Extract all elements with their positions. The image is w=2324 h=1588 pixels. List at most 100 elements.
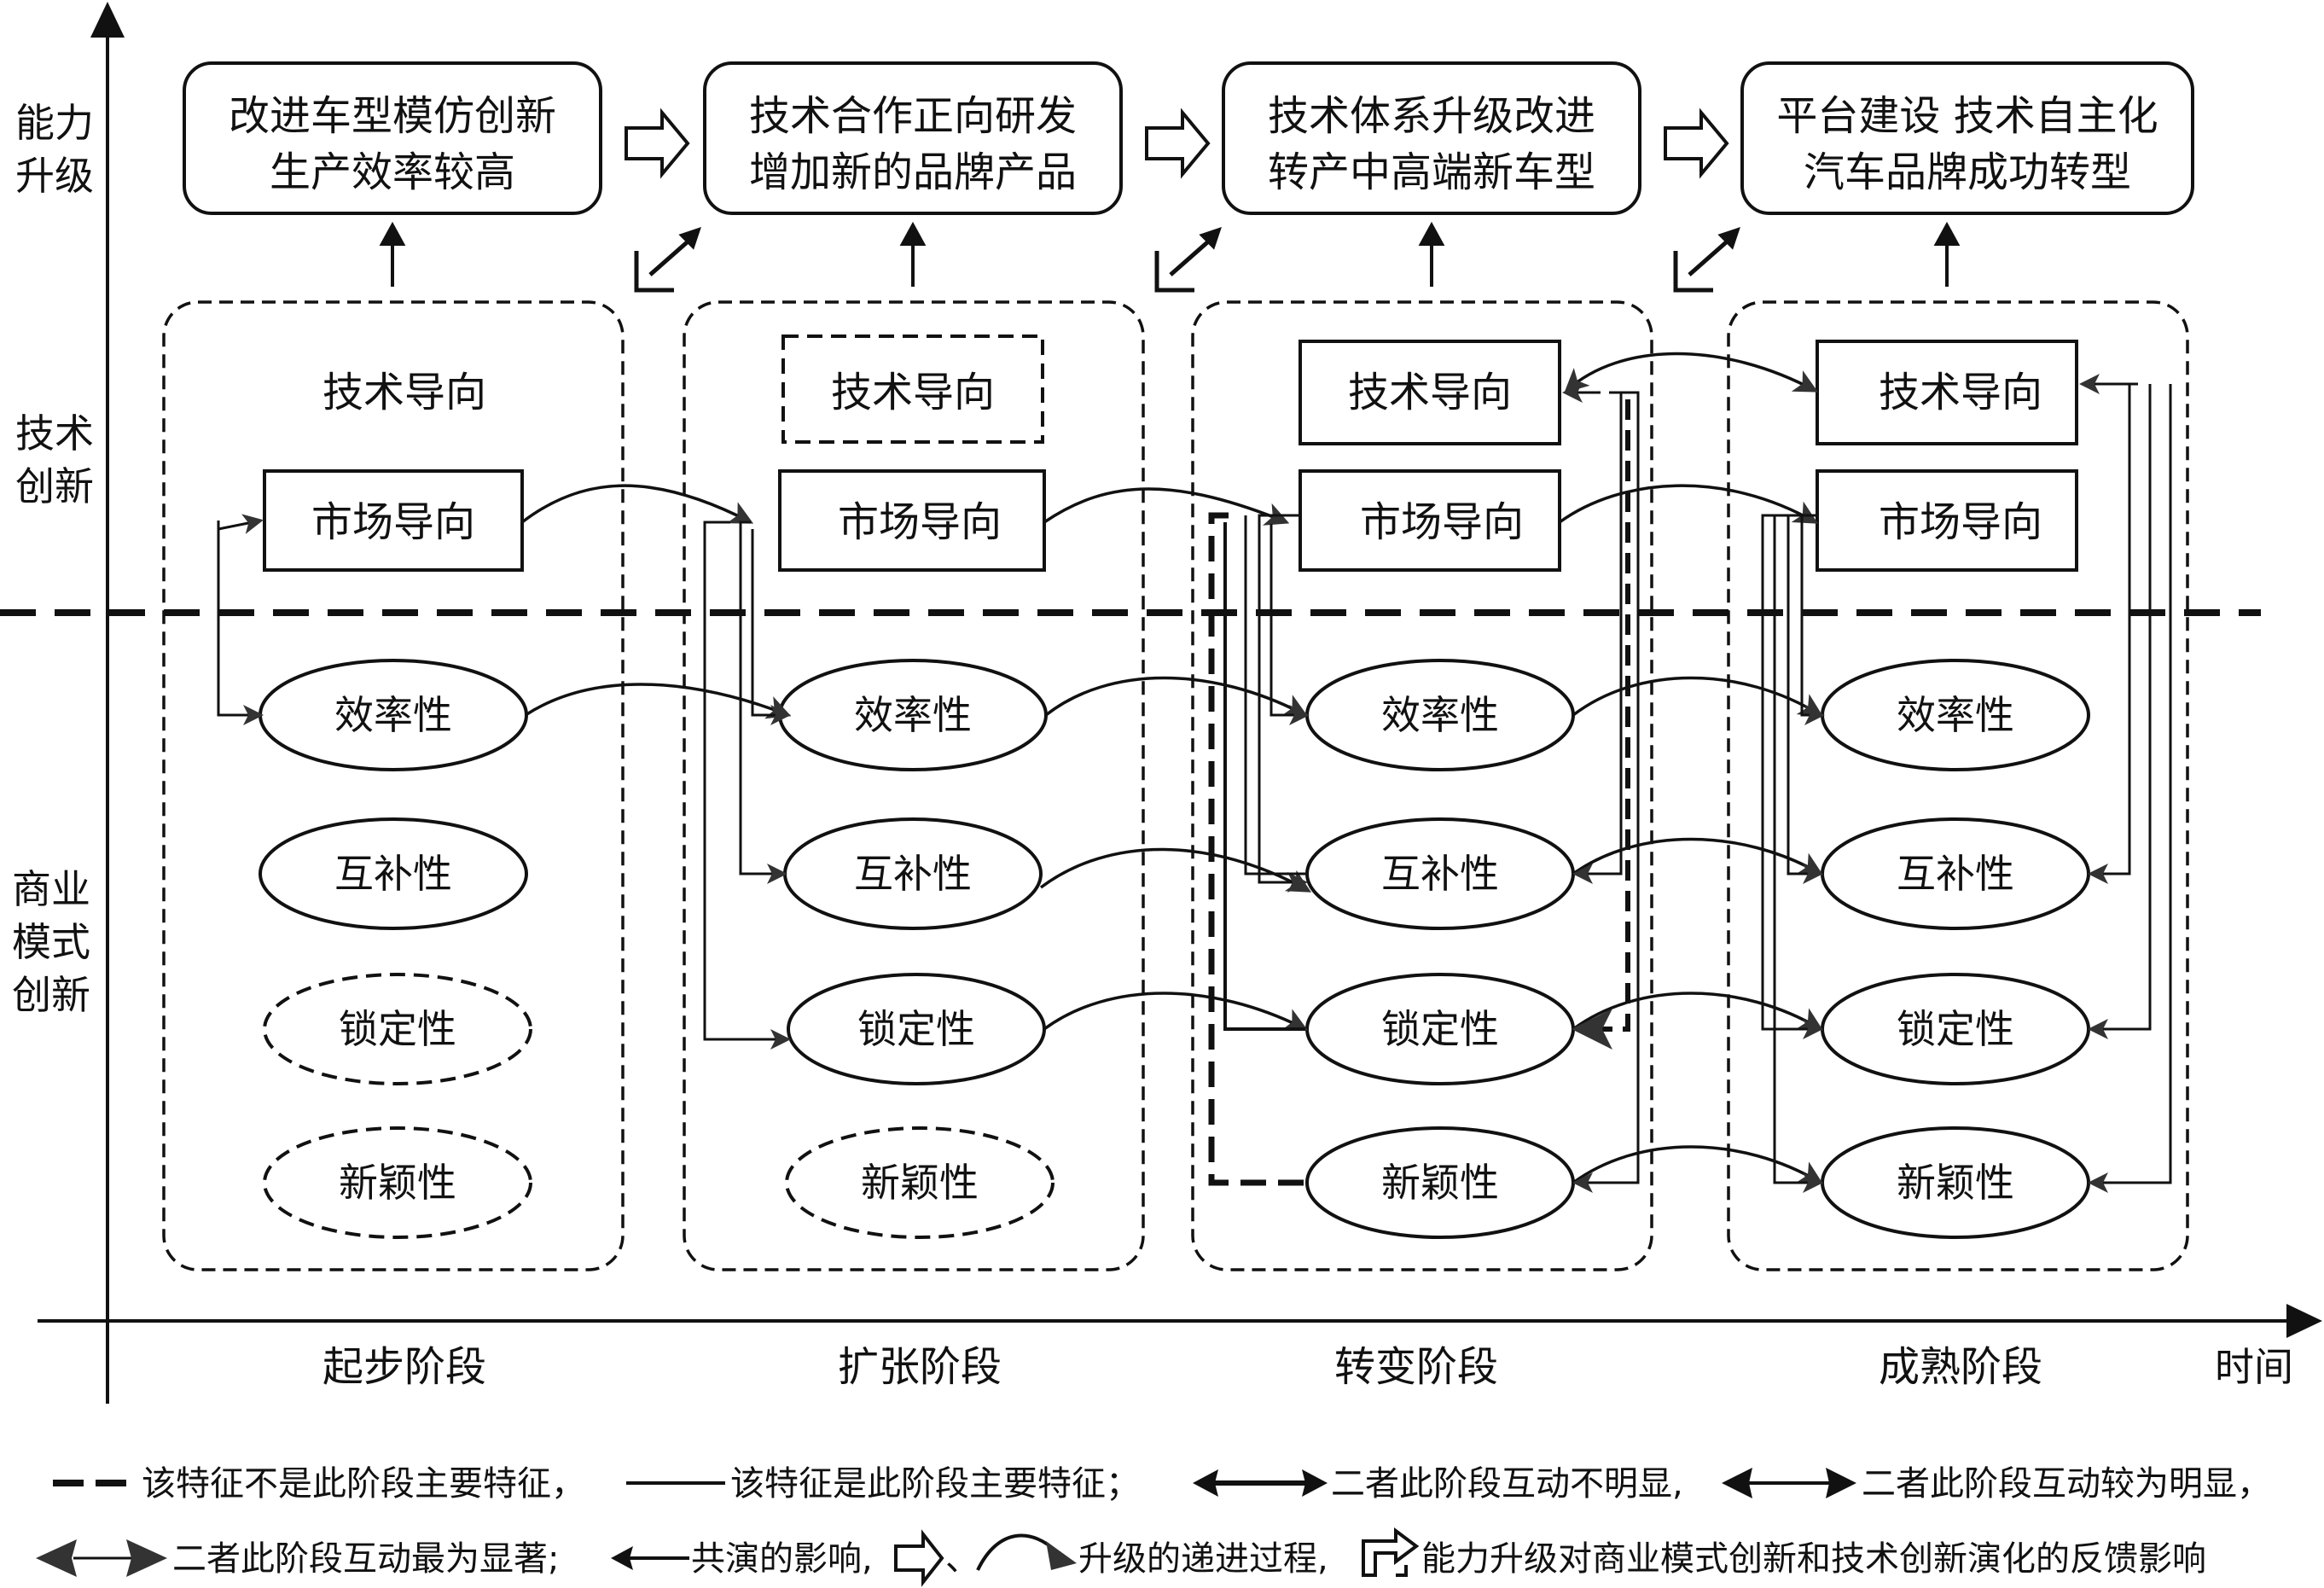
s2-complement: 互补性 xyxy=(783,817,1043,930)
legend-weak-text: 二者此阶段互动不明显, xyxy=(1331,1464,1683,1504)
svg-text:市场导向: 市场导向 xyxy=(838,498,1002,546)
s4-efficiency: 效率性 xyxy=(1821,659,2090,771)
svg-text:市场导向: 市场导向 xyxy=(1360,498,1524,546)
s3-novelty: 新颖性 xyxy=(1305,1126,1575,1239)
stage-container-4 xyxy=(1727,300,2189,1271)
stage-label-2: 扩张阶段 xyxy=(838,1343,1002,1391)
s3-lockin: 锁定性 xyxy=(1305,973,1575,1085)
stage4-interaction xyxy=(1761,374,2172,1193)
legend-strong-text: 二者此阶段互动最为显著; xyxy=(172,1539,559,1579)
s4-market-orientation: 市场导向 xyxy=(1816,469,2078,572)
stage3-interaction xyxy=(1208,382,1640,1193)
stage1-interaction xyxy=(217,514,264,725)
svg-text:技术合作正向研发: 技术合作正向研发 xyxy=(749,92,1077,140)
stage-label-4: 成熟阶段 xyxy=(1879,1343,2042,1391)
svg-text:转产中高端新车型: 转产中高端新车型 xyxy=(1268,148,1595,196)
svg-text:平台建设 技术自主化: 平台建设 技术自主化 xyxy=(1776,92,2158,140)
y-label-business: 商业 xyxy=(12,866,90,912)
s1-novelty: 新颖性 xyxy=(263,1126,532,1239)
upgrade-box-2: 技术合作正向研发 增加新的品牌产品 xyxy=(703,61,1123,215)
svg-text:锁定性: 锁定性 xyxy=(857,1006,975,1052)
legend-feedback-arrow-icon xyxy=(1362,1527,1420,1577)
svg-text:新颖性: 新颖性 xyxy=(339,1160,456,1206)
svg-text:技术导向: 技术导向 xyxy=(1348,369,1512,416)
svg-text:锁定性: 锁定性 xyxy=(1897,1006,2014,1052)
svg-text:锁定性: 锁定性 xyxy=(339,1006,456,1052)
s3-efficiency: 效率性 xyxy=(1305,659,1575,771)
upgrade-box-1: 改进车型模仿创新 生产效率较高 xyxy=(183,61,602,215)
legend-hollow-arrow-icon xyxy=(894,1529,944,1587)
legend-coevolve-text: 共演的影响, xyxy=(691,1539,873,1579)
legend-dashed-text: 该特征不是此阶段主要特征， xyxy=(142,1464,585,1504)
svg-text:新颖性: 新颖性 xyxy=(1381,1160,1499,1206)
s1-lockin: 锁定性 xyxy=(263,973,532,1085)
s2-lockin: 锁定性 xyxy=(787,973,1046,1085)
svg-text:市场导向: 市场导向 xyxy=(311,498,475,546)
legend-weak-arrow-icon xyxy=(1193,1469,1328,1497)
y-label-business-2: 模式 xyxy=(12,919,90,965)
stage-label-1: 起步阶段 xyxy=(322,1343,486,1391)
svg-text:效率性: 效率性 xyxy=(1897,692,2014,738)
s2-tech-orientation: 技术导向 xyxy=(781,334,1044,444)
legend-upgrade-text: 升级的递进过程, xyxy=(1078,1539,1328,1579)
stage2-interaction xyxy=(703,521,791,1050)
s4-novelty: 新颖性 xyxy=(1821,1126,2090,1239)
x-axis xyxy=(38,1304,2322,1338)
svg-text:新颖性: 新颖性 xyxy=(1897,1160,2014,1206)
s4-lockin: 锁定性 xyxy=(1821,973,2090,1085)
y-label-business-3: 创新 xyxy=(12,972,90,1018)
svg-text:新颖性: 新颖性 xyxy=(861,1160,979,1206)
hollow-arrow-icon xyxy=(625,108,1729,179)
legend-feedback-text: 能力升级对商业模式创新和技术创新演化的反馈影响 xyxy=(1421,1539,2206,1579)
s2-efficiency: 效率性 xyxy=(778,659,1048,771)
svg-text:效率性: 效率性 xyxy=(1381,692,1499,738)
svg-text:市场导向: 市场导向 xyxy=(1879,498,2042,546)
s3-tech-orientation: 技术导向 xyxy=(1299,340,1561,445)
x-label-time: 时间 xyxy=(2215,1344,2293,1390)
upgrade-box-4: 平台建设 技术自主化 汽车品牌成功转型 xyxy=(1740,61,2194,215)
feedback-arrow-icon xyxy=(634,227,1740,293)
svg-text:互补性: 互补性 xyxy=(334,851,452,897)
stage-container-1 xyxy=(162,300,625,1271)
y-label-tech: 技术 xyxy=(15,410,94,457)
svg-text:生产效率较高: 生产效率较高 xyxy=(270,148,515,196)
legend-row-2: 二者此阶段互动最为显著; 共演的影响, 、 升级的递进过程, 能力升级对商业模式… xyxy=(36,1527,2206,1587)
svg-text:效率性: 效率性 xyxy=(854,692,972,738)
svg-text:互补性: 互补性 xyxy=(1381,851,1499,897)
legend-separator: 、 xyxy=(945,1539,979,1579)
svg-text:技术导向: 技术导向 xyxy=(1879,369,2042,416)
upgrade-box-3: 技术体系升级改进 转产中高端新车型 xyxy=(1222,61,1641,215)
s3-complement: 互补性 xyxy=(1305,817,1575,930)
s4-tech-orientation: 技术导向 xyxy=(1816,340,2078,445)
s1-market-orientation: 市场导向 xyxy=(263,469,524,572)
s1-complement: 互补性 xyxy=(259,817,528,930)
svg-text:增加新的品牌产品: 增加新的品牌产品 xyxy=(749,148,1077,196)
y-label-capability: 能力 xyxy=(15,100,94,146)
legend-row-1: 该特征不是此阶段主要特征， 该特征是此阶段主要特征； 二者此阶段互动不明显, 二… xyxy=(53,1464,2271,1504)
s4-complement: 互补性 xyxy=(1821,817,2090,930)
stage-container-2 xyxy=(683,300,1145,1271)
stage-container-3 xyxy=(1191,300,1653,1271)
legend-medium-arrow-icon xyxy=(1722,1468,1856,1498)
svg-text:互补性: 互补性 xyxy=(1897,851,2014,897)
upward-arrow-icon xyxy=(379,221,1961,287)
svg-text:改进车型模仿创新: 改进车型模仿创新 xyxy=(229,92,556,140)
legend-strong-arrow-icon xyxy=(36,1539,167,1577)
s2-market-orientation: 市场导向 xyxy=(778,469,1046,572)
legend-curve-arrow-icon xyxy=(976,1533,1077,1571)
legend-medium-text: 二者此阶段互动较为明显， xyxy=(1862,1464,2271,1504)
svg-text:效率性: 效率性 xyxy=(334,692,452,738)
svg-text:技术导向: 技术导向 xyxy=(831,369,995,416)
svg-text:互补性: 互补性 xyxy=(854,851,972,897)
y-label-capability-2: 升级 xyxy=(15,153,94,199)
legend-solid-text: 该特征是此阶段主要特征； xyxy=(730,1464,1140,1504)
legend-coevolve-arrow-icon xyxy=(611,1546,689,1570)
s1-efficiency: 效率性 xyxy=(259,659,528,771)
svg-text:锁定性: 锁定性 xyxy=(1381,1006,1499,1052)
svg-text:汽车品牌成功转型: 汽车品牌成功转型 xyxy=(1804,148,2131,196)
s2-novelty: 新颖性 xyxy=(785,1126,1055,1239)
s3-market-orientation: 市场导向 xyxy=(1299,469,1561,572)
stage-label-3: 转变阶段 xyxy=(1334,1343,1498,1391)
y-axis xyxy=(90,2,125,1404)
